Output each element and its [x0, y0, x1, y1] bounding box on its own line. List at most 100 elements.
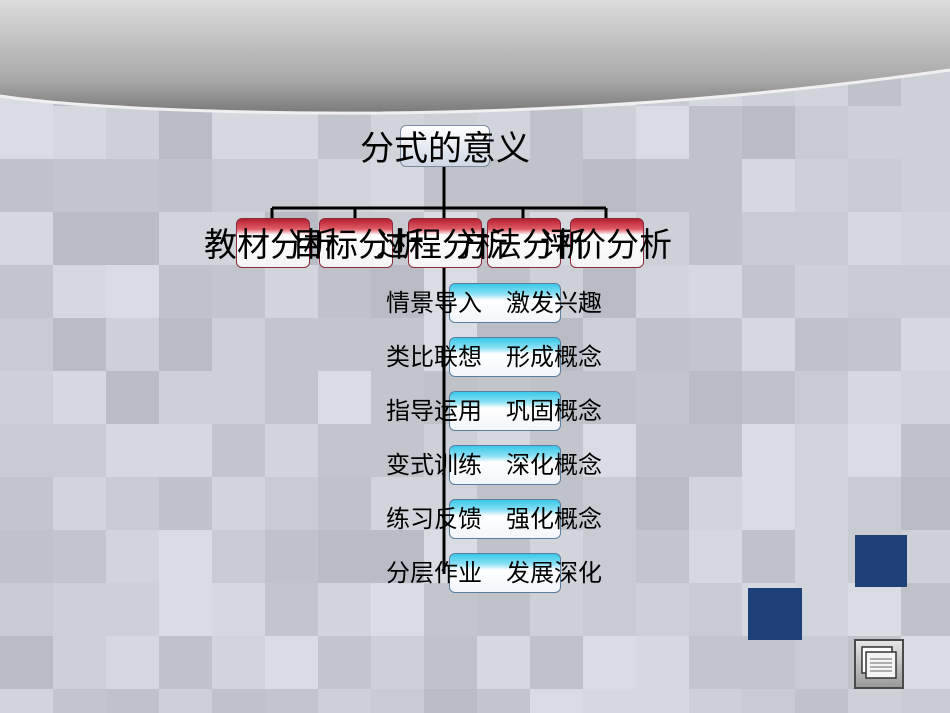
background-tile — [530, 636, 583, 689]
background-tile — [318, 477, 371, 530]
background-tile — [901, 477, 950, 530]
background-tile — [477, 636, 530, 689]
background-tile — [848, 159, 901, 212]
root-node-label: 分式的意义 — [360, 129, 530, 169]
process-step-label-6: 分层作业 发展深化 — [386, 559, 602, 587]
background-tile — [212, 530, 265, 583]
background-tile — [689, 424, 742, 477]
background-tile — [371, 159, 424, 212]
background-tile — [159, 530, 212, 583]
background-tile — [583, 424, 636, 477]
background-tile — [212, 636, 265, 689]
background-tile — [265, 106, 318, 159]
background-tile — [265, 689, 318, 713]
background-tile — [159, 583, 212, 636]
background-tile — [318, 371, 371, 424]
background-tile — [53, 689, 106, 713]
background-tile — [106, 318, 159, 371]
background-tile — [212, 265, 265, 318]
background-tile — [159, 371, 212, 424]
background-tile — [0, 159, 53, 212]
background-tile — [212, 106, 265, 159]
background-tile — [795, 636, 848, 689]
process-step-label-5: 练习反馈 强化概念 — [386, 505, 602, 533]
background-tile — [742, 636, 795, 689]
background-tile — [212, 583, 265, 636]
background-tile — [530, 689, 583, 713]
background-tile — [371, 636, 424, 689]
background-tile — [106, 530, 159, 583]
background-tile — [901, 265, 950, 318]
background-tile — [901, 106, 950, 159]
background-tile — [0, 265, 53, 318]
background-tile — [636, 106, 689, 159]
background-tile — [848, 212, 901, 265]
branch-node-box-4 — [487, 218, 561, 268]
background-tile — [318, 530, 371, 583]
background-tile — [212, 689, 265, 713]
background-tile — [636, 265, 689, 318]
background-tile — [901, 318, 950, 371]
background-tile — [265, 477, 318, 530]
branch-label-1: 教材分析 — [204, 225, 336, 264]
background-tile — [318, 689, 371, 713]
background-tile — [901, 159, 950, 212]
background-tile — [371, 477, 424, 530]
background-tile — [477, 159, 530, 212]
background-tile — [159, 106, 212, 159]
background-tile — [848, 689, 901, 713]
background-tile — [795, 265, 848, 318]
background-tile — [318, 583, 371, 636]
background-tile — [265, 159, 318, 212]
background-tile — [371, 689, 424, 713]
background-tile — [742, 106, 795, 159]
background-tile — [212, 477, 265, 530]
background-tile — [371, 424, 424, 477]
background-tile — [901, 212, 950, 265]
background-tile — [636, 636, 689, 689]
background-tile — [265, 371, 318, 424]
background-tile — [53, 530, 106, 583]
background-tile — [689, 318, 742, 371]
header-band — [0, 0, 950, 115]
background-tile — [0, 636, 53, 689]
background-tile — [0, 583, 53, 636]
background-tile — [795, 424, 848, 477]
background-tile — [0, 371, 53, 424]
background-tile — [159, 212, 212, 265]
background-tile — [371, 265, 424, 318]
background-tile — [318, 318, 371, 371]
background-tile — [848, 106, 901, 159]
process-step-box-2 — [449, 337, 561, 377]
background-tile — [477, 689, 530, 713]
process-step-box-6 — [449, 553, 561, 593]
background-tile — [53, 159, 106, 212]
background-tile — [795, 371, 848, 424]
background-tile — [901, 371, 950, 424]
background-tile — [212, 371, 265, 424]
background-tile — [265, 636, 318, 689]
background-tile — [636, 424, 689, 477]
background-tile — [689, 265, 742, 318]
background-tile — [848, 583, 901, 636]
background-tile — [636, 371, 689, 424]
background-tile — [159, 477, 212, 530]
background-tile — [742, 371, 795, 424]
background-tile — [0, 689, 53, 713]
background-tile — [742, 689, 795, 713]
background-tile — [212, 159, 265, 212]
background-tile — [371, 318, 424, 371]
background-tile — [795, 318, 848, 371]
background-tile — [583, 106, 636, 159]
background-tile — [0, 212, 53, 265]
slide-navigation-button[interactable] — [854, 639, 904, 689]
background-tile — [742, 159, 795, 212]
background-tile — [159, 159, 212, 212]
background-tile — [53, 424, 106, 477]
branch-label-3: 过程分析 — [376, 225, 508, 264]
background-tile — [159, 424, 212, 477]
background-tile — [318, 106, 371, 159]
background-tile — [53, 106, 106, 159]
background-tile — [742, 424, 795, 477]
